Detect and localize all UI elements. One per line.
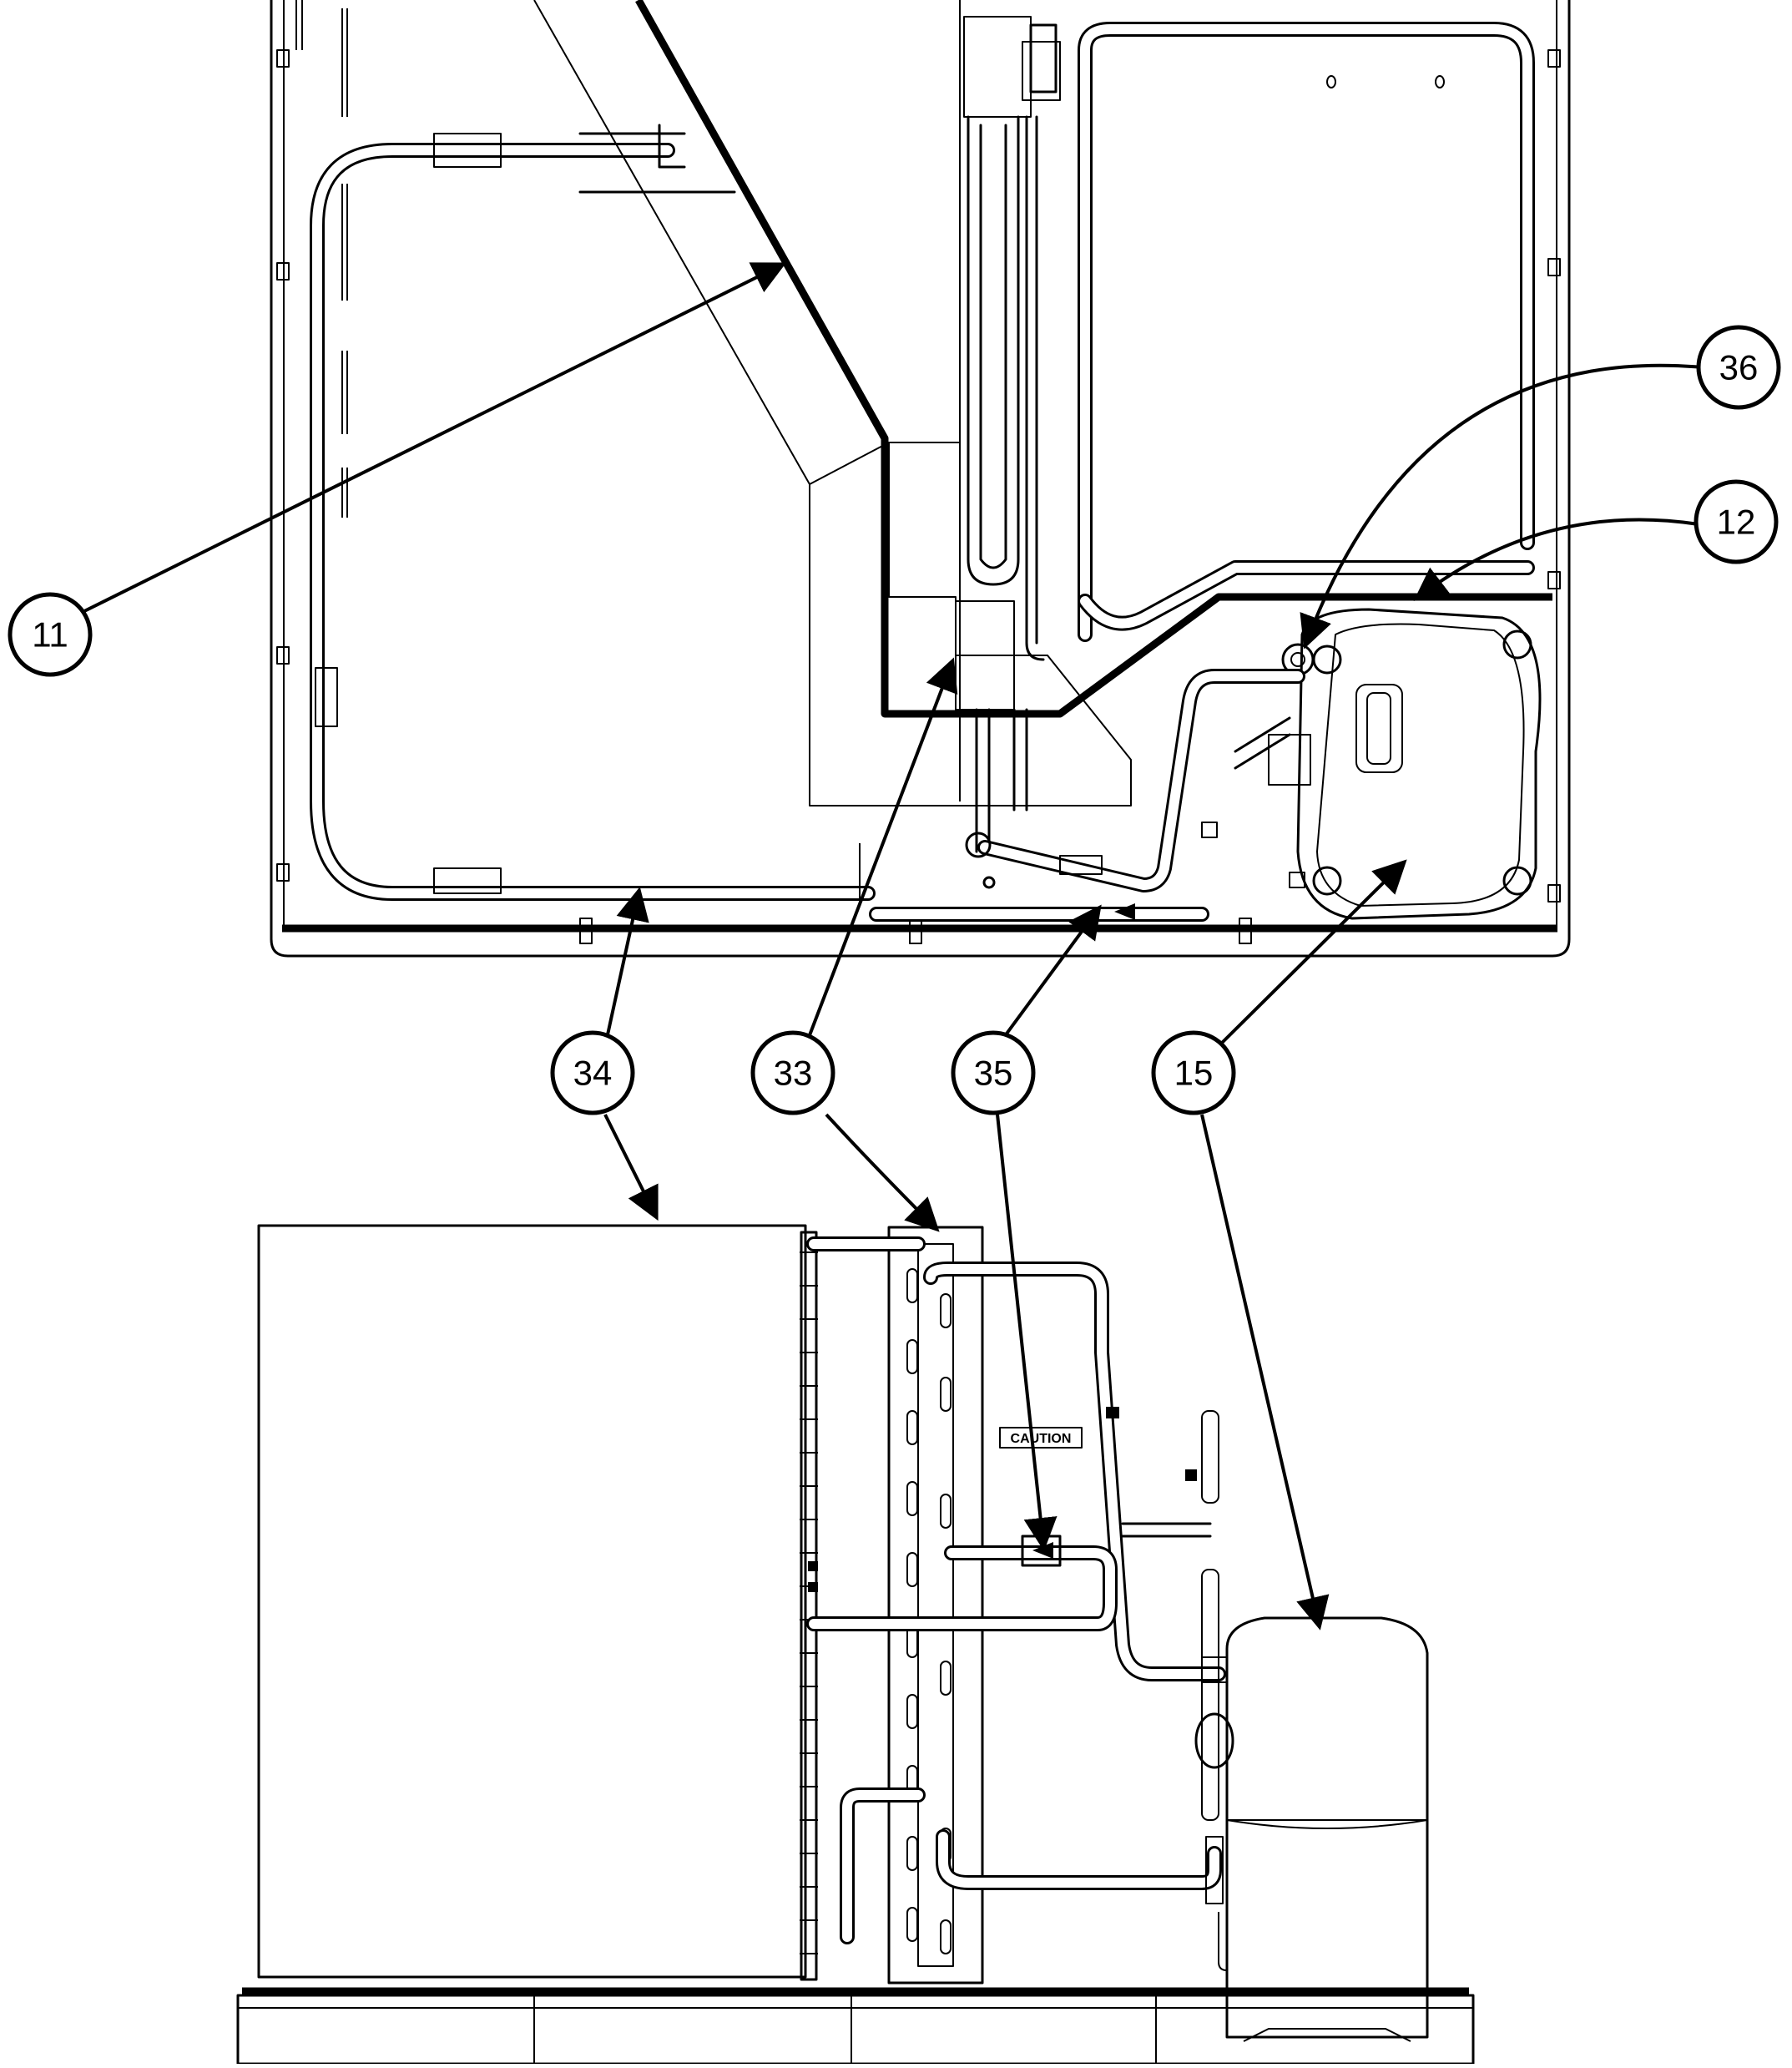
- callout-35: 35: [951, 1030, 1036, 1115]
- coil-fins: [800, 1251, 818, 1954]
- evaporator-coil: [955, 16, 1061, 853]
- condenser-panel: [257, 1224, 807, 1979]
- caution-tag: [999, 1427, 1083, 1449]
- callout-11: 11: [8, 592, 93, 677]
- callout-label: 11: [32, 615, 68, 655]
- callout-15: 15: [1151, 1030, 1236, 1115]
- leader-lines: [78, 262, 1704, 1631]
- callout-33: 33: [750, 1030, 835, 1115]
- base-pan: [236, 1987, 1475, 2065]
- callout-label: 33: [774, 1054, 813, 1093]
- callout-36: 36: [1696, 325, 1781, 410]
- vent-slots: [295, 0, 348, 518]
- callout-label: 15: [1174, 1054, 1214, 1093]
- callout-label: 35: [974, 1054, 1013, 1093]
- partition-barrier: [635, 0, 1552, 718]
- compressor-top: [1268, 608, 1542, 920]
- callout-34: 34: [550, 1030, 635, 1115]
- callout-label: 34: [573, 1054, 613, 1093]
- top-housing-outline: [270, 0, 1571, 958]
- compressor-side: [1194, 1616, 1429, 2042]
- callout-label: 36: [1719, 348, 1759, 387]
- caution-label: CAUTION: [1011, 1432, 1072, 1446]
- callout-label: 12: [1717, 503, 1756, 542]
- housing-tabs: [276, 49, 1561, 944]
- callout-12: 12: [1694, 479, 1779, 564]
- top-view: [270, 0, 1571, 958]
- side-view: CAUTION: [236, 1224, 1475, 2065]
